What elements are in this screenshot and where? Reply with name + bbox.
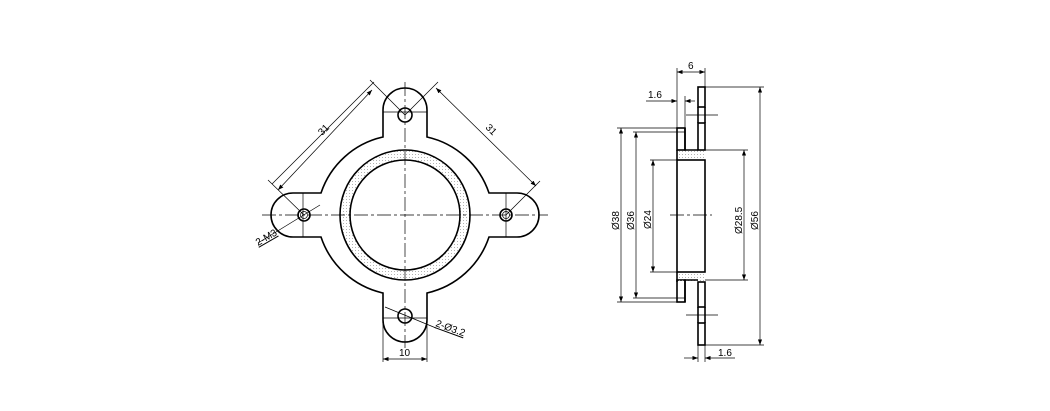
- dim-step-top: 1.6: [648, 90, 662, 101]
- dim-diag-left: 31: [316, 122, 332, 138]
- side-view: 6 1.6 1.6 Ø38 Ø36 Ø24 Ø28.5 Ø56: [611, 61, 764, 362]
- insert-section-top: [677, 150, 705, 160]
- front-view: 31 31 10 2-M3 2-Ø3.2: [254, 79, 548, 362]
- dim-thickness: 6: [688, 61, 694, 72]
- flange-outline: [270, 87, 540, 343]
- callout-threaded-holes: 2-M3: [254, 227, 280, 248]
- dim-d28-5: Ø28.5: [734, 206, 745, 234]
- dim-d38: Ø38: [611, 211, 622, 230]
- dim-d56: Ø56: [750, 211, 761, 230]
- dim-lug-width: 10: [399, 348, 411, 359]
- callout-through-holes: 2-Ø3.2: [434, 318, 467, 339]
- dim-flange-bottom: 1.6: [718, 348, 732, 359]
- insert-section-bottom: [677, 272, 705, 282]
- dim-d24: Ø24: [643, 210, 654, 229]
- dim-d36: Ø36: [626, 211, 637, 230]
